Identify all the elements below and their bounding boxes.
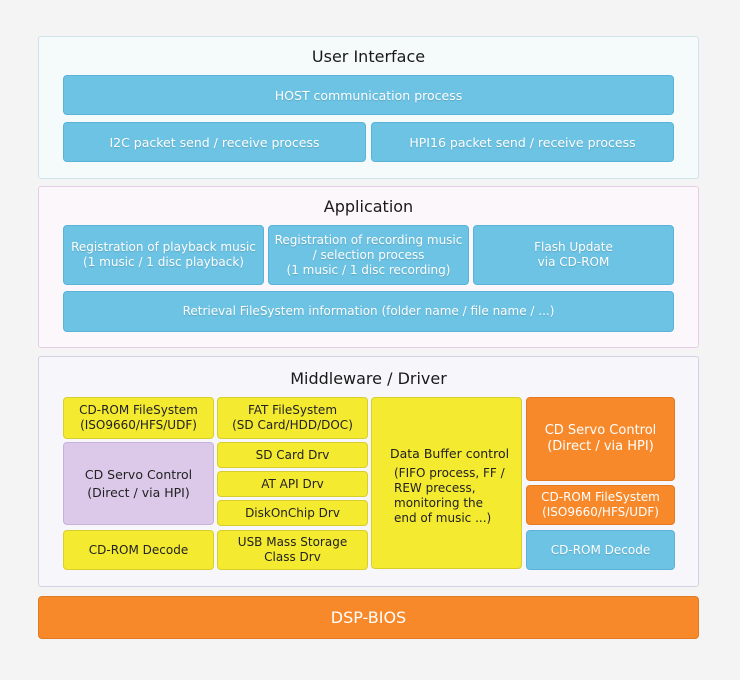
retrieval-filesystem-box: Retrieval FileSystem information (folder… [63,291,674,332]
application-title: Application [323,197,414,216]
right-cdrom-decode-box: CD-ROM Decode [526,530,675,570]
data-buffer-control-box: Data Buffer control (FIFO process, FF / … [371,397,522,569]
cd-servo-control-box: CD Servo Control (Direct / via HPI) [63,442,214,525]
right-cd-servo-control-box: CD Servo Control (Direct / via HPI) [526,397,675,481]
host-communication-box: HOST communication process [63,75,674,115]
data-buffer-title: Data Buffer control [390,446,510,461]
data-buffer-description: (FIFO process, FF / REW precess, monitor… [394,466,505,525]
cdrom-filesystem-box: CD-ROM FileSystem (ISO9660/HFS/UDF) [63,397,214,439]
user-interface-title: User Interface [311,47,426,66]
sd-card-drv-box: SD Card Drv [217,442,368,468]
dsp-bios-bar: DSP-BIOS [38,596,699,639]
recording-registration-box: Registration of recording music / select… [268,225,469,285]
middleware-title: Middleware / Driver [290,369,447,388]
fat-filesystem-box: FAT FileSystem (SD Card/HDD/DOC) [217,397,368,439]
diskonchip-drv-box: DiskOnChip Drv [217,500,368,526]
flash-update-box: Flash Update via CD-ROM [473,225,674,285]
playback-registration-box: Registration of playback music (1 music … [63,225,264,285]
usb-mass-storage-box: USB Mass Storage Class Drv [217,530,368,570]
cdrom-decode-box: CD-ROM Decode [63,530,214,570]
right-cdrom-filesystem-box: CD-ROM FileSystem (ISO9660/HFS/UDF) [526,485,675,525]
at-api-drv-box: AT API Drv [217,471,368,497]
hpi16-packet-box: HPI16 packet send / receive process [371,122,674,162]
i2c-packet-box: I2C packet send / receive process [63,122,366,162]
